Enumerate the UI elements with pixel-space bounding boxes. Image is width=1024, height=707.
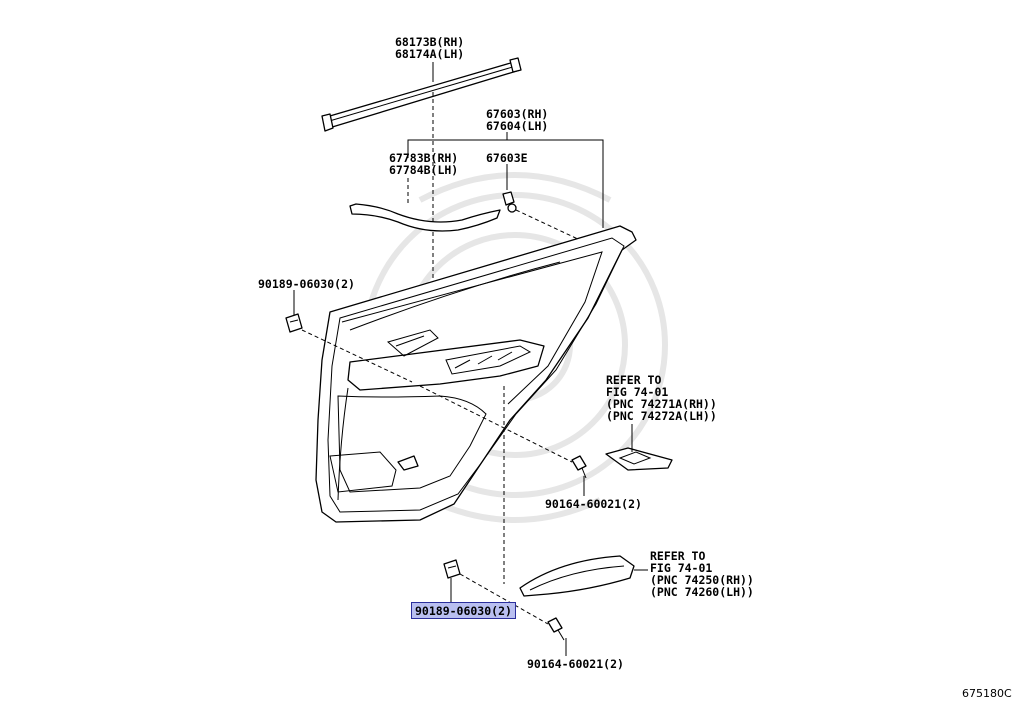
part-number-90164-bottom[interactable]: 90164-60021(2) <box>527 657 624 671</box>
ref-fig-line-2[interactable]: FIG 74-01 <box>606 385 669 399</box>
belt-moulding-strip[interactable] <box>321 57 522 132</box>
bracket-67603 <box>407 139 604 228</box>
watermark-emblem <box>362 172 668 523</box>
part-number-90189-top[interactable]: 90189-06030(2) <box>258 277 355 291</box>
screw-90164-mid[interactable] <box>571 455 587 479</box>
door-trim-panel[interactable] <box>315 225 637 523</box>
ref-fig-line-3[interactable]: (PNC 74271A(RH)) <box>606 397 717 411</box>
ref-fig2-line-3[interactable]: (PNC 74250(RH)) <box>650 573 754 587</box>
dash-line-screw-mid <box>419 385 573 463</box>
dash-line-clip-bottom <box>459 573 549 625</box>
armrest-pad-part[interactable] <box>519 555 635 597</box>
clip-90189-bottom[interactable] <box>443 559 461 579</box>
part-number-68173b[interactable]: 68173B(RH) <box>395 35 465 49</box>
part-number-68174a[interactable]: 68174A(LH) <box>395 47 465 61</box>
dash-line-clip-top <box>301 329 413 383</box>
part-number-67784b[interactable]: 67784B(LH) <box>389 163 459 177</box>
part-number-67603e[interactable]: 67603E <box>486 151 528 165</box>
part-number-90189-bottom-highlighted[interactable]: 90189-06030(2) <box>411 602 516 619</box>
armrest-upper-trim[interactable] <box>349 203 501 232</box>
part-number-90164-mid[interactable]: 90164-60021(2) <box>545 497 642 511</box>
clip-67603e[interactable] <box>502 191 517 213</box>
switch-bezel-part[interactable] <box>605 447 673 471</box>
ref-fig-line-1[interactable]: REFER TO <box>606 373 662 387</box>
screw-90164-bottom[interactable] <box>547 617 565 641</box>
part-number-67603[interactable]: 67603(RH) <box>486 107 549 121</box>
clip-90189-top[interactable] <box>285 313 303 333</box>
figure-code: 675180C <box>962 687 1012 700</box>
ref-fig2-line-2[interactable]: FIG 74-01 <box>650 561 713 575</box>
ref-fig-line-4[interactable]: (PNC 74272A(LH)) <box>606 409 717 423</box>
dash-line-clip <box>515 209 581 241</box>
part-number-67604[interactable]: 67604(LH) <box>486 119 549 133</box>
ref-fig2-line-4[interactable]: (PNC 74260(LH)) <box>650 585 754 599</box>
part-number-67783b[interactable]: 67783B(RH) <box>389 151 459 165</box>
ref-fig2-line-1[interactable]: REFER TO <box>650 549 706 563</box>
